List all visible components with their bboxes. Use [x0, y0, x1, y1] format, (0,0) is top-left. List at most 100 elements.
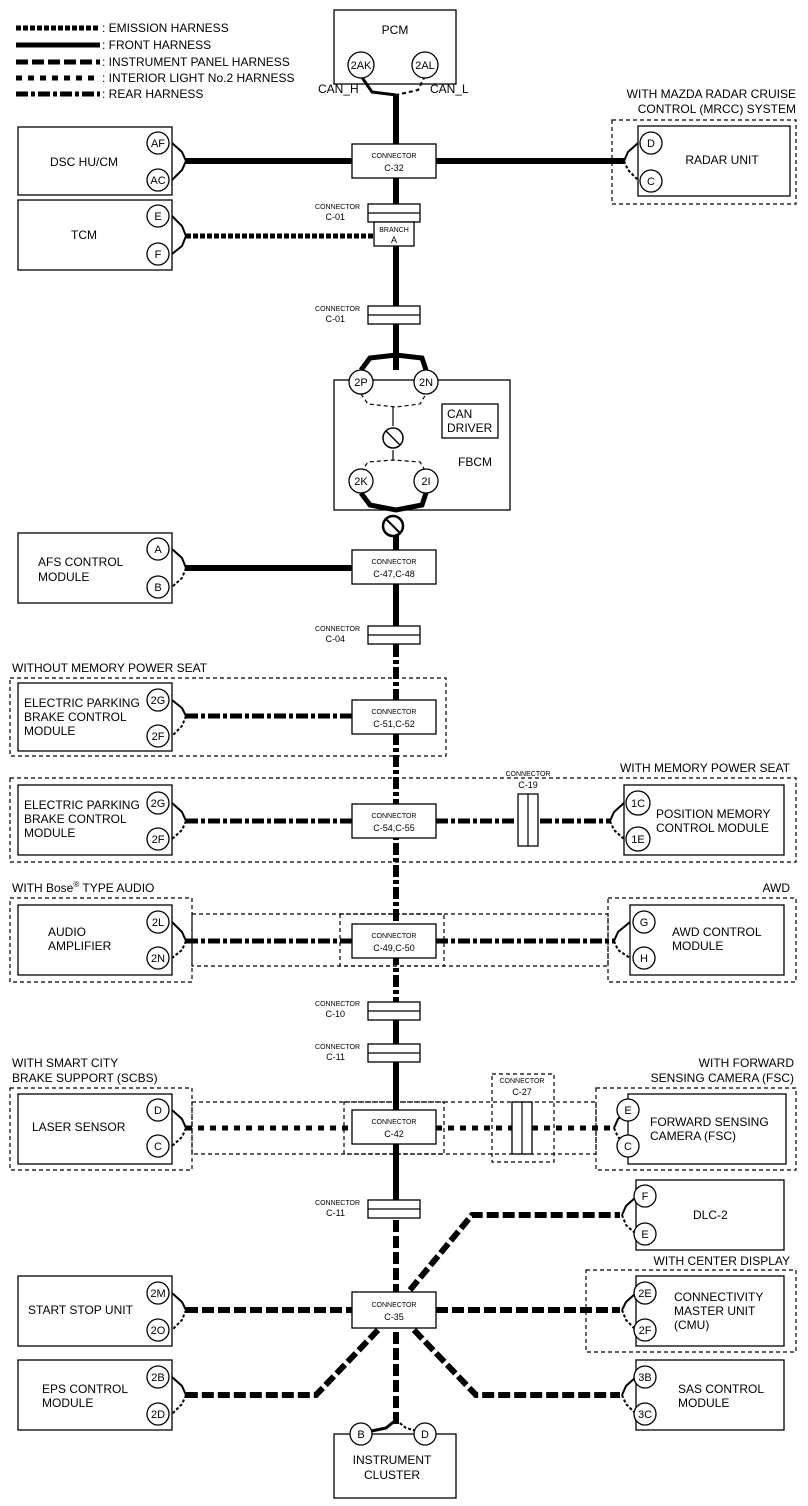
epb1-label-line2: BRAKE CONTROL	[24, 710, 127, 724]
eps-control-module: EPS CONTROL MODULE 2B 2D	[17, 1359, 187, 1431]
eps-pin-2d	[146, 1402, 170, 1426]
dsc-pin-ac	[146, 168, 170, 192]
radar-bracket-top	[623, 142, 639, 162]
cmu-condition: WITH CENTER DISPLAY	[654, 1254, 790, 1268]
connector-c32: CONNECTOR C-32	[351, 143, 437, 179]
eps-label-line2: MODULE	[42, 1396, 93, 1410]
connector-c47-c48-label: CONNECTOR	[372, 559, 417, 566]
eps-wire	[186, 1327, 381, 1398]
awd-pin-g-label: G	[640, 917, 649, 929]
tcm-label: TCM	[71, 228, 97, 242]
connector-c51-c52: CONNECTOR C-51,C-52	[351, 699, 437, 735]
afs-control-module: AFS CONTROL MODULE A B	[17, 532, 352, 604]
legend-label-front: : FRONT HARNESS	[102, 38, 211, 52]
audio-awd-section: WITH Bose® TYPE AUDIO AWD AUDIO AMPLIFIE…	[9, 880, 797, 983]
connector-c01-lower-name: C-01	[325, 314, 345, 324]
ssu-label: START STOP UNIT	[28, 1303, 134, 1317]
connector-c27-option-boundary	[491, 1073, 555, 1163]
connector-c51-c52-name: C-51,C-52	[373, 719, 415, 729]
memory-seat-option-boundary	[9, 777, 797, 863]
laser-box	[17, 1093, 173, 1165]
legend: : EMISSION HARNESS : FRONT HARNESS : INS…	[16, 21, 295, 101]
legend-label-interior: : INTERIOR LIGHT No.2 HARNESS	[102, 71, 295, 85]
epb1-pin-2f-label: 2F	[152, 731, 165, 743]
connector-c32-box	[351, 143, 437, 179]
cmu-label-line2: MASTER UNIT	[674, 1304, 756, 1318]
dsc-label: DSC HU/CM	[50, 155, 118, 169]
radar-option-boundary	[611, 119, 797, 205]
epb2-bracket-bottom	[171, 820, 187, 840]
fsc-pin-e	[616, 1098, 640, 1122]
radar-pin-d-label: D	[647, 138, 655, 150]
awd-pin-h-label: H	[640, 953, 648, 965]
pmcm-label-line1: POSITION MEMORY	[656, 807, 770, 821]
dsc-hu-cm-module: DSC HU/CM AF AC	[17, 126, 352, 196]
pcm-module: PCM 2AK 2AL CAN_H CAN_L	[318, 9, 469, 97]
epb1-box	[17, 682, 173, 752]
pcm-pin-2ak-label: 2AK	[351, 60, 372, 72]
audio-condition: WITH Bose® TYPE AUDIO	[12, 880, 154, 895]
connector-c27-name: C-27	[512, 1087, 532, 1097]
instrument-cluster-module: INSTRUMENT CLUSTER B D	[333, 1418, 457, 1499]
connector-c04-label: CONNECTOR	[315, 626, 360, 633]
fsc-label-line1: FORWARD SENSING	[650, 1115, 769, 1129]
fbcm-lower-wires	[359, 491, 429, 513]
connector-c11-lower: CONNECTOR C-11	[315, 1199, 421, 1219]
fsc-box	[627, 1093, 787, 1165]
connector-c42-option-boundary	[343, 1101, 445, 1155]
pmcm-condition: WITH MEMORY POWER SEAT	[620, 761, 791, 775]
dlc2-pin-e	[633, 1222, 657, 1246]
dlc2-box	[635, 1179, 785, 1251]
memory-seat-section: WITH MEMORY POWER SEAT ELECTRIC PARKING …	[9, 761, 797, 863]
connector-c49-c50-box	[351, 923, 437, 959]
tcm-pin-f	[146, 242, 170, 266]
cluster-pin-b	[349, 1422, 373, 1446]
audio-bracket-top	[171, 921, 187, 942]
dsc-pin-bracket	[171, 142, 188, 181]
sas-pin-3c	[633, 1402, 657, 1426]
connector-c35-name: C-35	[384, 1312, 404, 1322]
ssu-pin-2o	[146, 1318, 170, 1342]
fbcm-label: FBCM	[458, 455, 492, 469]
branch-a-label: BRANCH	[379, 227, 409, 234]
ssu-pin-2m-label: 2M	[150, 1288, 165, 1300]
dlc2-module: DLC-2 F E	[621, 1179, 785, 1251]
audio-label-line1: AUDIO	[48, 925, 86, 939]
epb1-label-line3: MODULE	[24, 724, 75, 738]
connector-c54-c55-box	[351, 803, 437, 839]
laser-option-boundary	[9, 1087, 193, 1171]
connector-c10: CONNECTOR C-10	[315, 1001, 421, 1021]
tcm-box	[17, 199, 173, 271]
fbcm-module: CAN DRIVER FBCM 2P 2N 2K 2I	[333, 330, 511, 538]
radar-condition-line2: CONTROL (MRCC) SYSTEM	[638, 102, 796, 116]
pmcm-pin-1e	[625, 826, 651, 852]
fbcm-internal-slash	[385, 430, 401, 446]
sas-pin-3b	[633, 1365, 657, 1389]
pcm-pin-2al-label: 2AL	[415, 60, 435, 72]
connector-c32-name: C-32	[384, 163, 404, 173]
dlc2-label: DLC-2	[693, 1208, 728, 1222]
cmu-pin-2f	[633, 1318, 657, 1342]
sas-bracket-top	[621, 1376, 637, 1396]
audio-condition-sup: ®	[73, 880, 79, 889]
afs-label-line1: AFS CONTROL	[38, 555, 124, 569]
can-l-label: CAN_L	[430, 82, 469, 96]
tcm-pin-f-label: F	[155, 249, 162, 261]
cluster-box	[333, 1433, 457, 1499]
connector-c10-label: CONNECTOR	[315, 1001, 360, 1008]
dlc2-pin-e-label: E	[641, 1229, 648, 1241]
epb1-label-line1: ELECTRIC PARKING	[24, 696, 140, 710]
laser-pin-c-label: C	[154, 1141, 162, 1153]
laser-bracket-bottom	[171, 1127, 187, 1147]
tcm-module: TCM E F	[17, 199, 374, 271]
epb1-option-boundary	[9, 677, 447, 757]
epb1-pin-2g-label: 2G	[151, 695, 166, 707]
dlc2-bracket-top	[621, 1196, 637, 1216]
epb1-pin-2f	[146, 724, 170, 748]
pmcm-pin-1e-label: 1E	[631, 834, 644, 846]
branch-a: BRANCH A	[373, 221, 415, 247]
cmu-bracket-top	[621, 1292, 637, 1311]
connector-c11-upper-name: C-11	[326, 1052, 345, 1062]
connector-c49-c50-label: CONNECTOR	[372, 933, 417, 940]
